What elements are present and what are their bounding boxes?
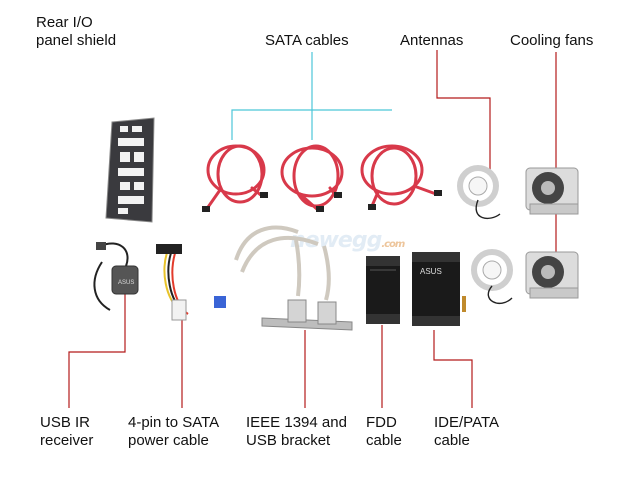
label-rear-io-shield: Rear I/O panel shield: [36, 14, 117, 49]
svg-text:ASUS: ASUS: [420, 267, 442, 276]
sata-power-cable-image: [156, 244, 189, 321]
callout-antennas: [436, 50, 491, 175]
label-cooling-fans: Cooling fans: [510, 32, 594, 49]
label-sata-cables: SATA cables: [265, 32, 349, 49]
usb-ir-receiver-image: ASUS: [93, 242, 139, 311]
label-antennas: Antennas: [400, 32, 464, 49]
callout-usb-ir: [68, 292, 126, 408]
label-usb-ir-receiver: USB IR receiver: [40, 414, 94, 449]
label-ide-pata-cable: IDE/PATA cable: [434, 414, 500, 449]
callout-ide: [433, 330, 473, 408]
fdd-cable-image: [366, 256, 400, 324]
label-sata-power-cable: 4-pin to SATA power cable: [128, 414, 220, 449]
label-ieee1394-usb-bracket: IEEE 1394 and USB bracket: [246, 414, 347, 449]
cooling-fans-image: [525, 167, 579, 299]
ieee1394-usb-bracket-image: [214, 225, 353, 331]
ide-pata-cable-image: ASUS: [412, 252, 460, 326]
antennas-image: [457, 165, 513, 312]
rear-io-shield-image: [105, 117, 155, 223]
label-fdd-cable: FDD cable: [366, 414, 402, 449]
svg-text:ASUS: ASUS: [118, 280, 134, 286]
callout-sata: [231, 52, 313, 140]
sata-cables-image: [204, 144, 438, 212]
callout-lines: [68, 50, 557, 408]
